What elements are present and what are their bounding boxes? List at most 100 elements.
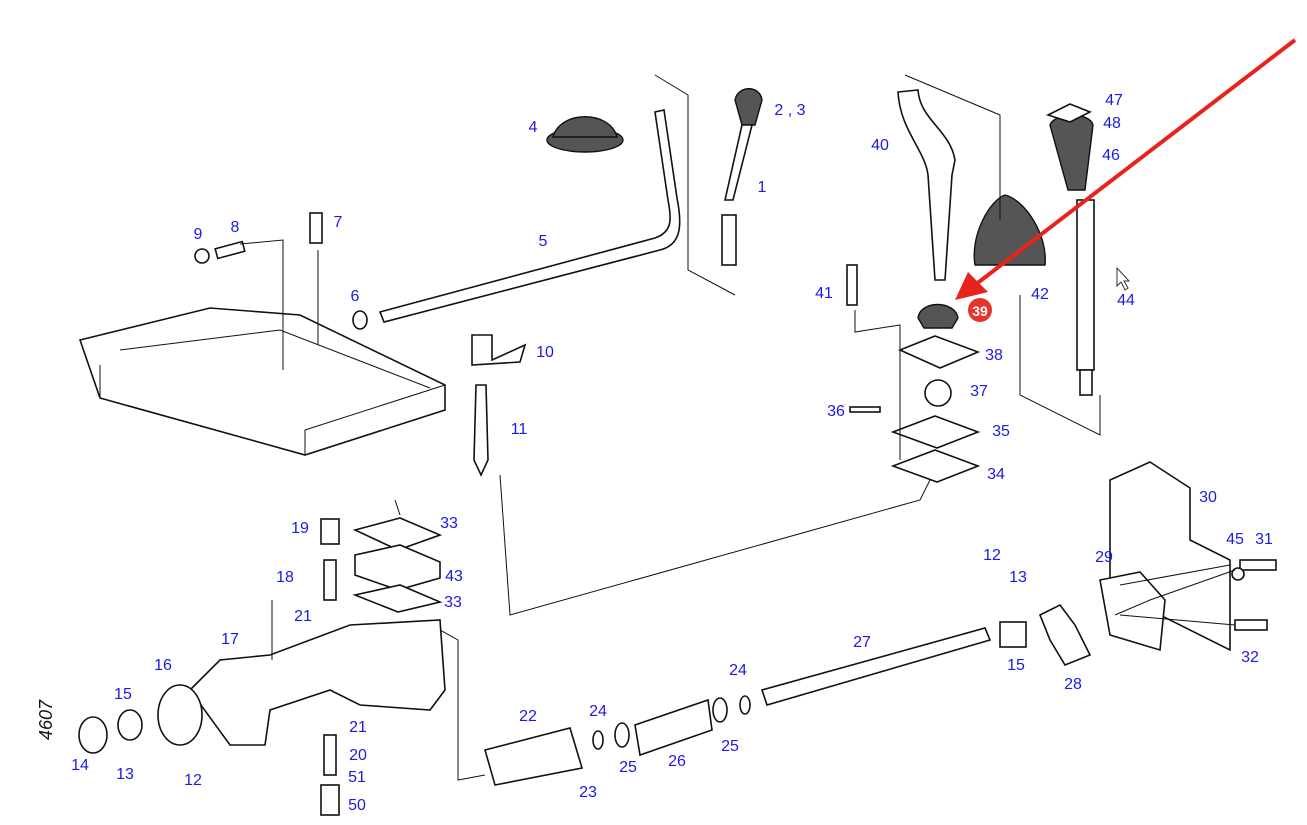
spring: [323, 559, 337, 601]
dust-cap: [917, 303, 959, 329]
callout-label: 14: [71, 757, 89, 774]
callout-label: 38: [985, 347, 1003, 364]
shift-finger: [471, 334, 527, 366]
gasket: [890, 449, 981, 483]
bolt: [1234, 619, 1268, 631]
callout-label: 7: [334, 214, 343, 231]
callout-label: 32: [1241, 649, 1259, 666]
drawing-number: 4607: [36, 699, 56, 740]
ball-joint: [924, 379, 952, 407]
pivot-pin: [473, 384, 489, 477]
callout-label: 33: [444, 594, 462, 611]
gear-knob: [734, 88, 763, 126]
callout-label: 24: [589, 703, 607, 720]
callout-label: 45: [1226, 531, 1244, 548]
spring: [634, 698, 713, 757]
gasket: [352, 584, 443, 613]
callout-label: 1: [758, 179, 767, 196]
highlight-badge: 39: [968, 298, 992, 322]
callout-label: 41: [815, 285, 833, 302]
callout-label: 37: [970, 383, 988, 400]
highlight-badge-label: 39: [972, 303, 988, 319]
gasket: [890, 415, 981, 449]
sleeve: [484, 727, 584, 786]
callout-label: 36: [827, 403, 845, 420]
callout-label: 6: [351, 288, 360, 305]
plate: [1099, 571, 1166, 652]
lever-boot: [973, 194, 1046, 266]
callout-label: 15: [1007, 657, 1025, 674]
bolt: [309, 212, 323, 244]
callout-label: 33: [440, 515, 458, 532]
callout-label: 28: [1064, 676, 1082, 693]
gasket: [352, 517, 443, 551]
bolt: [846, 264, 858, 306]
callout-label: 22: [519, 708, 537, 725]
part-drawings: [78, 74, 1277, 816]
callout-label: 21: [349, 719, 367, 736]
callout-label: 8: [231, 219, 240, 236]
mouse-cursor-icon: [1116, 266, 1131, 291]
callout-label: 19: [291, 520, 309, 537]
callout-label: 30: [1199, 489, 1217, 506]
red-arrow-annotation: [955, 38, 1297, 300]
circlip: [592, 730, 604, 750]
callout-label: 15: [114, 686, 132, 703]
nut: [1231, 567, 1245, 581]
callout-label: 10: [536, 344, 554, 361]
bushing: [999, 621, 1027, 648]
pin: [849, 406, 881, 413]
set-screw: [214, 240, 246, 260]
callout-label: 27: [853, 634, 871, 651]
gearbox-housing: [78, 307, 446, 456]
washer: [712, 697, 728, 723]
callout-label: 11: [511, 421, 528, 438]
callout-label: 16: [154, 657, 172, 674]
callout-label: 13: [1009, 569, 1027, 586]
o-ring: [352, 310, 368, 330]
callout-label: 29: [1095, 549, 1113, 566]
callout-label: 43: [445, 568, 463, 585]
callout-label: 35: [992, 423, 1010, 440]
nut: [194, 248, 210, 264]
gear-lever: [897, 89, 956, 281]
callout-label: 4: [529, 119, 538, 136]
selector-shaft: [760, 627, 992, 706]
o-ring: [157, 684, 203, 746]
callout-label: 40: [871, 137, 889, 154]
callout-label: 20: [349, 747, 367, 764]
callout-label: 25: [619, 759, 637, 776]
selector-fork: [1038, 603, 1092, 666]
threaded-stud: [721, 214, 737, 266]
callout-label: 17: [221, 631, 239, 648]
callout-label: 5: [539, 233, 548, 250]
plug-bolt: [320, 784, 340, 816]
callout-label: 34: [987, 466, 1005, 483]
callout-label: 47: [1105, 92, 1123, 109]
callout-label: 26: [668, 753, 686, 770]
callout-label: 18: [276, 569, 294, 586]
shift-rod: [378, 109, 681, 323]
callout-label: 50: [348, 797, 366, 814]
collar: [78, 716, 108, 754]
callout-label: 42: [1031, 286, 1049, 303]
mounting-plate: [897, 335, 981, 369]
knob: [1049, 114, 1094, 191]
callout-label: 51: [348, 769, 366, 786]
callout-label: 2 , 3: [774, 102, 805, 119]
callout-label: 24: [729, 662, 747, 679]
spring: [323, 734, 337, 776]
callout-label: 48: [1103, 115, 1121, 132]
callout-label: 13: [116, 766, 134, 783]
spacer: [354, 544, 441, 591]
circlip: [739, 695, 751, 715]
callout-label: 23: [579, 784, 597, 801]
washer: [614, 722, 630, 748]
selector-housing: [188, 619, 446, 746]
callout-label: 12: [184, 772, 202, 789]
callout-label: 31: [1255, 531, 1273, 548]
extension-rod: [1076, 199, 1095, 371]
bushing: [117, 709, 143, 741]
